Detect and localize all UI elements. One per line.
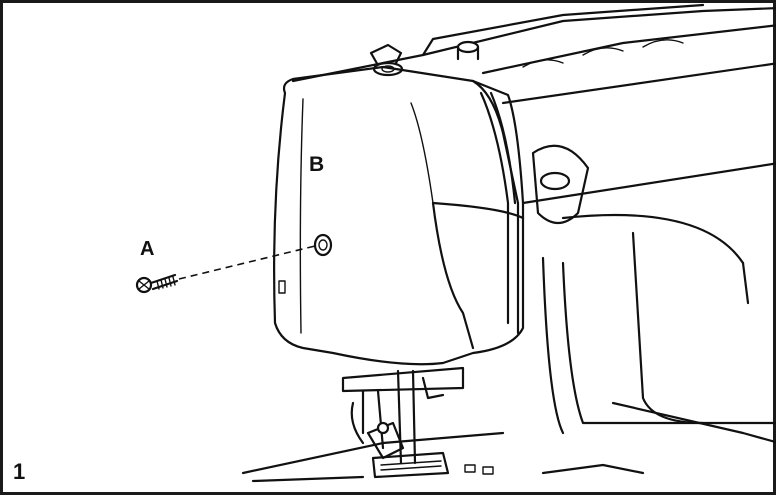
label-a: A [140,238,155,260]
label-b: B [309,153,325,176]
face-plate [273,65,525,366]
alignment-dashed-line [178,245,316,280]
sewing-machine-illustration [135,3,776,483]
figure-number: 1 [13,459,26,484]
machine-bed [241,401,776,483]
presser-foot-assembly [341,366,465,479]
screw-a [135,273,179,294]
machine-arm [501,62,776,435]
